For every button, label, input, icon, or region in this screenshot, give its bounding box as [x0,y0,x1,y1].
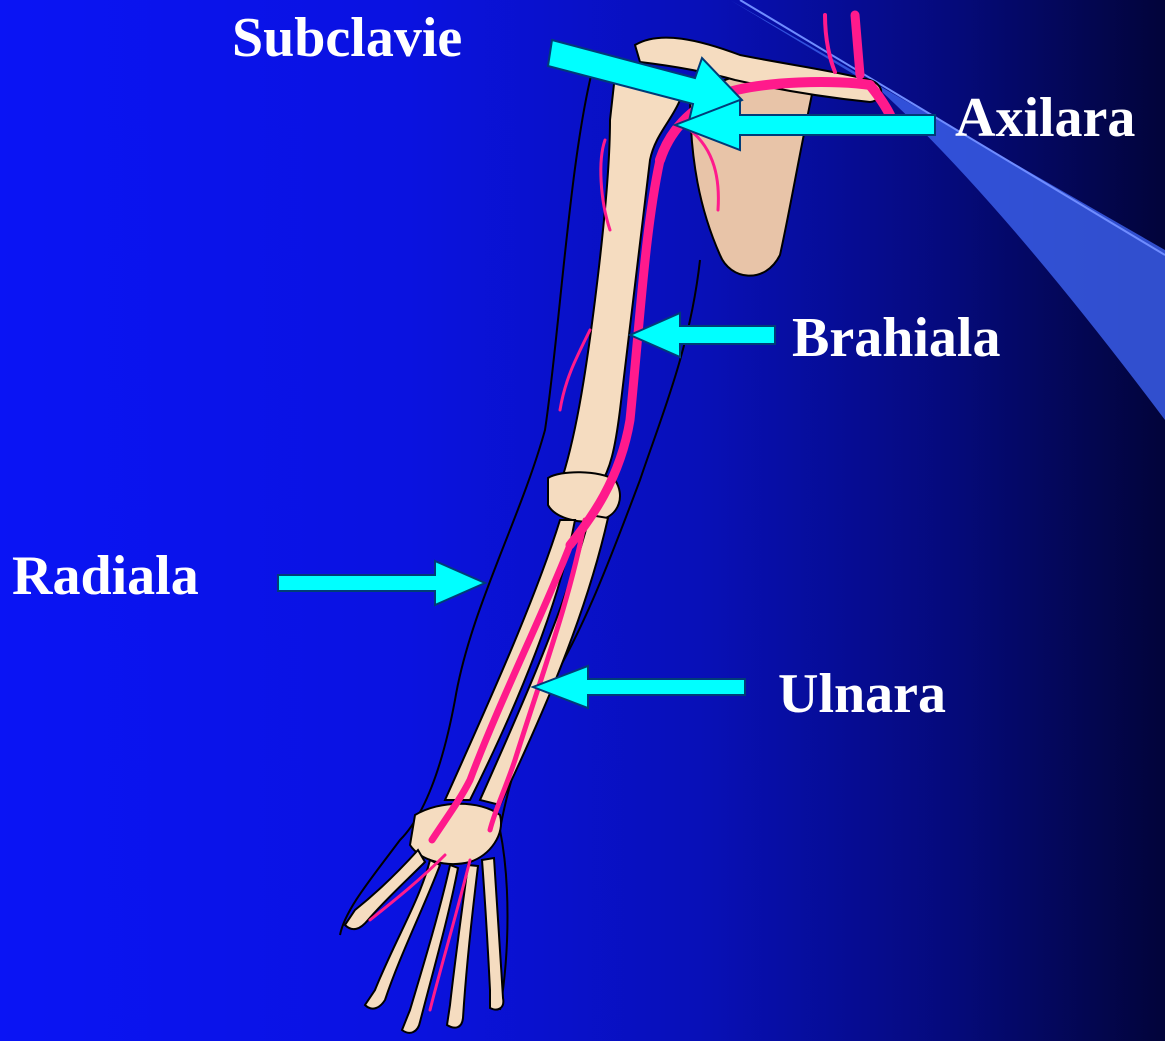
label-ulnara: Ulnara [778,666,946,722]
label-brahiala: Brahiala [792,310,1000,366]
radiala-arrow [278,561,485,605]
hand-bones [345,804,503,1033]
label-axilara: Axilara [955,90,1135,146]
ulnara-arrow [533,666,745,708]
label-subclavie: Subclavie [232,10,462,66]
arm-outline [340,60,700,1010]
label-radiala: Radiala [12,548,199,604]
brahiala-arrow [630,313,775,357]
humerus-bone [560,68,680,485]
